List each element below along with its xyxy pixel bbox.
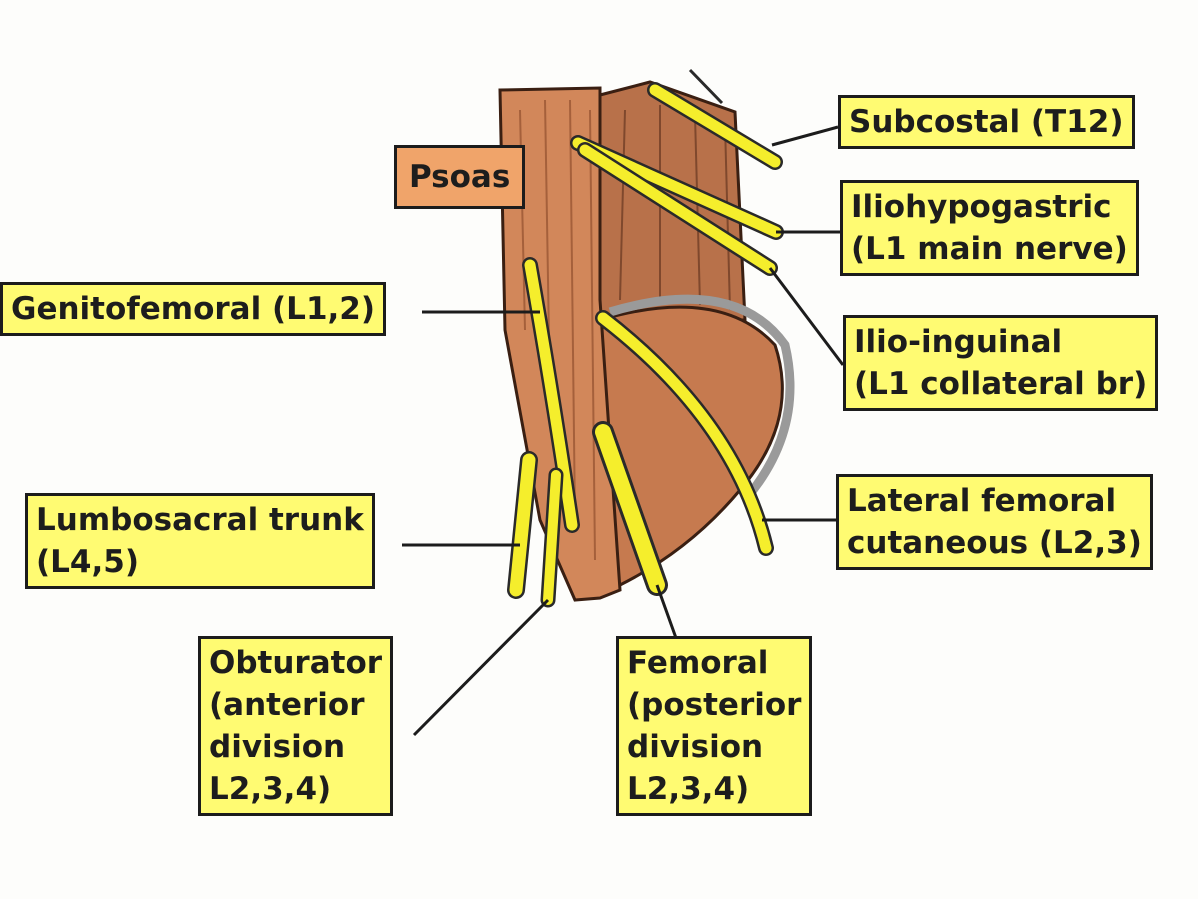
femoral-line-3: division — [627, 729, 764, 765]
subcostal-label: Subcostal (T12) — [838, 95, 1135, 149]
iliacus-muscle — [598, 305, 784, 587]
obturator-line-1: Obturator — [209, 645, 383, 681]
leader-subcostal — [771, 125, 839, 147]
iliac-crest — [608, 294, 795, 503]
lumbosacral-line-1: Lumbosacral trunk — [36, 502, 364, 538]
obturator-label: Obturator (anterior division L2,3,4) — [198, 636, 394, 816]
leader-femoral — [655, 584, 678, 639]
psoas-label-text: Psoas — [409, 159, 511, 195]
obturator-line-4: L2,3,4) — [209, 771, 332, 807]
nerves — [507, 82, 784, 608]
leader-obturator — [412, 598, 550, 737]
lateral-femoral-line-1: Lateral femoral — [847, 483, 1117, 519]
iliohypogastric-label: Iliohypogastric (L1 main nerve) — [840, 180, 1139, 276]
leader-lines — [402, 125, 845, 737]
femoral-label: Femoral (posterior division L2,3,4) — [616, 636, 813, 816]
psoas-label: Psoas — [394, 145, 526, 209]
ilioinguinal-line-2: (L1 collateral br) — [854, 366, 1148, 402]
obturator-line-3: division — [209, 729, 346, 765]
lateral-femoral-line-2: cutaneous (L2,3) — [847, 525, 1142, 561]
lumbosacral-line-2: (L4,5) — [36, 544, 140, 580]
subcostal-label-text: Subcostal (T12) — [849, 104, 1124, 140]
obturator-line-2: (anterior — [209, 687, 365, 723]
leader-ilioinguinal — [768, 267, 845, 366]
femoral-line-1: Femoral — [627, 645, 769, 681]
ilioinguinal-label: Ilio-inguinal (L1 collateral br) — [843, 315, 1159, 411]
spine-edge — [688, 68, 724, 105]
lumbosacral-trunk-label: Lumbosacral trunk (L4,5) — [25, 493, 375, 589]
iliohypogastric-line-2: (L1 main nerve) — [851, 231, 1128, 267]
femoral-line-4: L2,3,4) — [627, 771, 750, 807]
femoral-line-2: (posterior — [627, 687, 802, 723]
lateral-femoral-cutaneous-label: Lateral femoral cutaneous (L2,3) — [836, 474, 1153, 570]
ilioinguinal-line-1: Ilio-inguinal — [854, 324, 1063, 360]
genitofemoral-label-text: Genitofemoral (L1,2) — [11, 291, 376, 327]
iliohypogastric-line-1: Iliohypogastric — [851, 189, 1112, 225]
genitofemoral-label: Genitofemoral (L1,2) — [0, 282, 387, 336]
